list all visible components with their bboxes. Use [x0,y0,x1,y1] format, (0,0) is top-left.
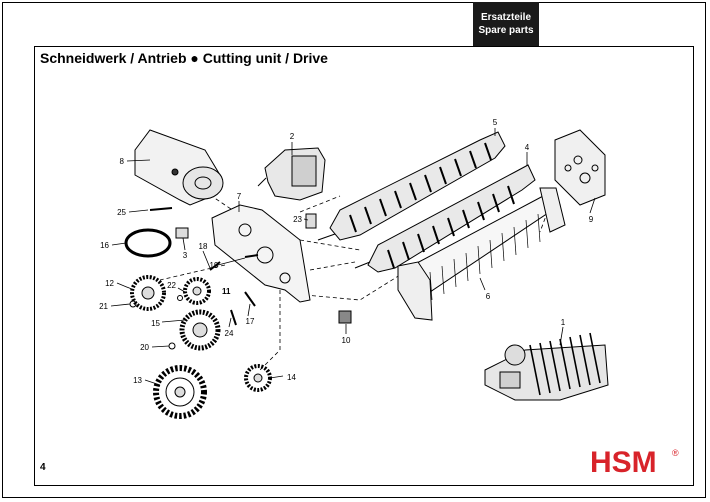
side-plate-part-7 [211,204,311,303]
belt-part-16 [124,228,172,258]
motor-part-8 [134,129,224,206]
callout-11: 11 [222,287,231,296]
block-part-10 [338,310,352,324]
callout-5: 5 [493,118,498,127]
callout-8: 8 [120,157,125,166]
callout-6: 6 [486,292,491,301]
leader-lines [110,128,596,386]
callout-2: 2 [290,132,295,141]
cutting-shaft-part-5 [317,131,506,241]
callout-23: 23 [293,215,302,224]
callout-15: 15 [151,319,160,328]
pin-part-19 [244,254,259,258]
callout-10: 10 [342,336,351,345]
callout-14: 14 [287,373,296,382]
callout-4: 4 [525,143,530,152]
clip-part-23 [305,213,317,229]
cutting-shaft-part-4 [354,164,536,273]
washer-part-22b [177,295,183,301]
stripper-comb-part-6 [397,187,566,321]
washer-part-20 [168,342,176,350]
cutting-unit-part-1 [484,332,609,401]
callout-19: 19 [210,261,219,270]
pin-part-18 [209,261,221,271]
pinion-part-14 [244,364,272,392]
sleeve-part-3 [175,227,189,239]
content-box [34,46,694,486]
callout-20: 20 [140,343,149,352]
spare-parts-tab: Ersatzteile Spare parts [473,2,539,46]
pulley-part-12 [130,275,166,311]
page-frame [2,2,706,498]
callout-21: 21 [99,302,108,311]
callout-16: 16 [100,241,109,250]
gear-part-13 [153,365,207,419]
callout-24: 24 [225,329,234,338]
part-callouts: 8 2 5 4 9 6 1 10 7 23 25 16 3 18 19 12 2… [99,118,594,385]
callout-25: 25 [117,208,126,217]
callout-18: 18 [199,242,208,251]
callout-17: 17 [246,317,255,326]
screw-part-25 [149,207,173,211]
callout-3: 3 [183,251,188,260]
gear-part-22 [183,277,211,305]
callout-13: 13 [133,376,142,385]
callout-7: 7 [237,192,242,201]
callout-1: 1 [561,318,566,327]
logo-text: HSM [590,446,657,478]
logo-registered-mark: ® [672,448,679,458]
hsm-logo: HSM ® [584,440,684,478]
header-line-de: Ersatzteile [480,12,532,23]
pin-part-24 [230,309,237,326]
plate-part-9 [554,129,606,206]
page-title: Schneidwerk / Antrieb ● Cutting unit / D… [40,50,328,66]
pin-part-17 [244,291,256,307]
callout-9: 9 [589,215,594,224]
gearbox-part-2 [257,147,326,201]
gear-part-15 [179,309,221,351]
page-number: 4 [40,462,46,473]
callout-22: 22 [167,281,176,290]
callout-12: 12 [105,279,114,288]
header-line-en: Spare parts [478,25,534,36]
